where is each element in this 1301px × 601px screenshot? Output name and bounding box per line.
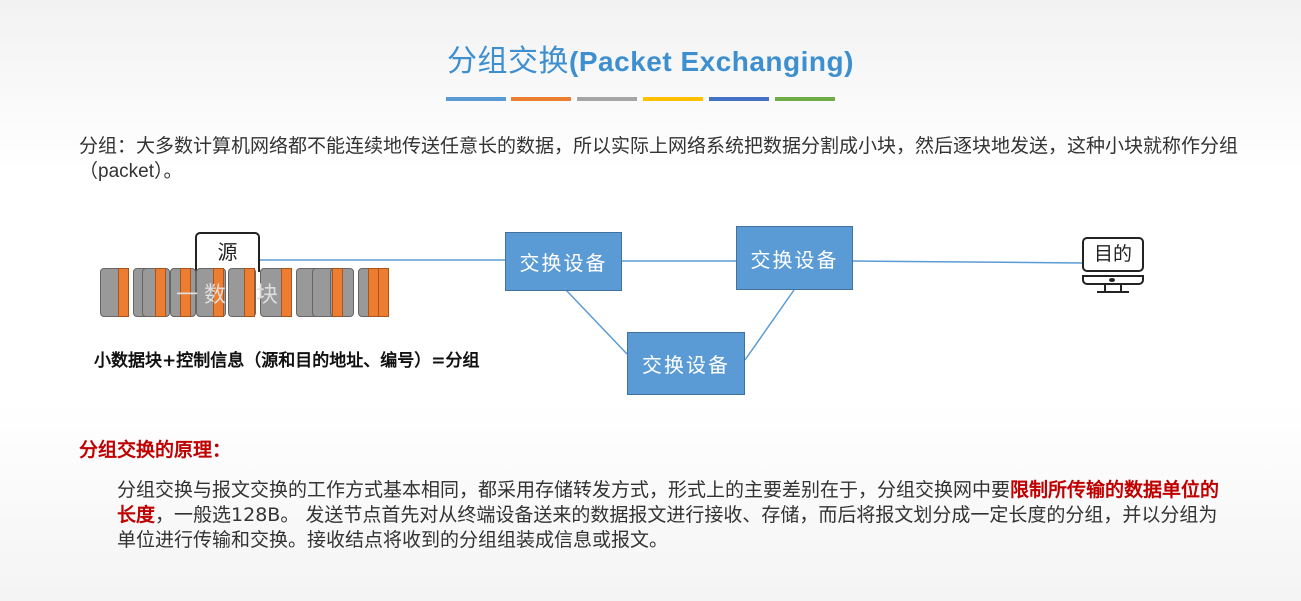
link-switch2-to-switch3: [744, 289, 795, 361]
ghost-text: 一: [176, 283, 199, 308]
page-title: 分组交换(Packet Exchanging): [0, 36, 1301, 80]
ghost-text: 数: [204, 283, 227, 308]
color-bar-segment: [709, 97, 769, 101]
color-bar-segment: [775, 97, 835, 101]
color-bar-segment: [446, 97, 506, 101]
color-bar-segment: [577, 97, 637, 101]
control-info: [332, 268, 343, 317]
monitor-stand-icon: [1082, 275, 1144, 285]
title-cn: 分组交换: [447, 44, 570, 79]
color-bar-segment: [511, 97, 571, 101]
principle-paragraph: 分组交换与报文交换的工作方式基本相同，都采用存储转发方式，形式上的主要差别在于，…: [117, 478, 1227, 553]
switch-node-1: 交换设备: [505, 232, 622, 291]
principle-emphasis: 限制所传输的数据单位的长度: [117, 479, 1220, 526]
title-en: (Packet Exchanging): [569, 46, 854, 77]
intro-packet-word: packet: [98, 161, 154, 182]
control-info: [155, 268, 166, 317]
switch-node-3: 交换设备: [627, 332, 745, 395]
switch-node-2: 交换设备: [736, 226, 853, 290]
control-info: [244, 268, 255, 317]
monitor-dot: [1109, 278, 1115, 282]
link-switch1-to-switch3: [565, 289, 628, 355]
intro-text-1: 分组：大多数计算机网络都不能连续地传送任意长的数据，所以实际上网络系统把数据分割…: [79, 135, 1239, 182]
control-info: [378, 268, 389, 317]
principle-heading: 分组交换的原理：: [79, 439, 232, 461]
principle-text-1: 分组交换与报文交换的工作方式基本相同，都采用存储转发方式，形式上的主要差别在于，…: [117, 479, 1011, 501]
ghost-text: 块: [256, 283, 279, 308]
packet-caption: 小数据块+控制信息（源和目的地址、编号）=分组: [94, 351, 480, 371]
link-switch2-to-destination: [852, 260, 1083, 264]
destination-node: 目的: [1082, 237, 1144, 272]
control-info: [118, 268, 129, 317]
intro-paragraph: 分组：大多数计算机网络都不能连续地传送任意长的数据，所以实际上网络系统把数据分割…: [79, 134, 1249, 184]
packet-sequence: [100, 268, 400, 318]
control-info: [213, 268, 224, 317]
control-info: [180, 268, 191, 317]
monitor-foot-base: [1097, 291, 1129, 293]
principle-text-2: ，一般选128B。 发送节点首先对从终端设备送来的数据报文进行接收、存储，而后将…: [117, 504, 1218, 551]
control-info: [281, 268, 292, 317]
monitor-foot: [1104, 285, 1122, 292]
color-bar-segment: [643, 97, 703, 101]
intro-text-2: ）。: [154, 160, 183, 182]
source-node: 源: [195, 232, 260, 272]
